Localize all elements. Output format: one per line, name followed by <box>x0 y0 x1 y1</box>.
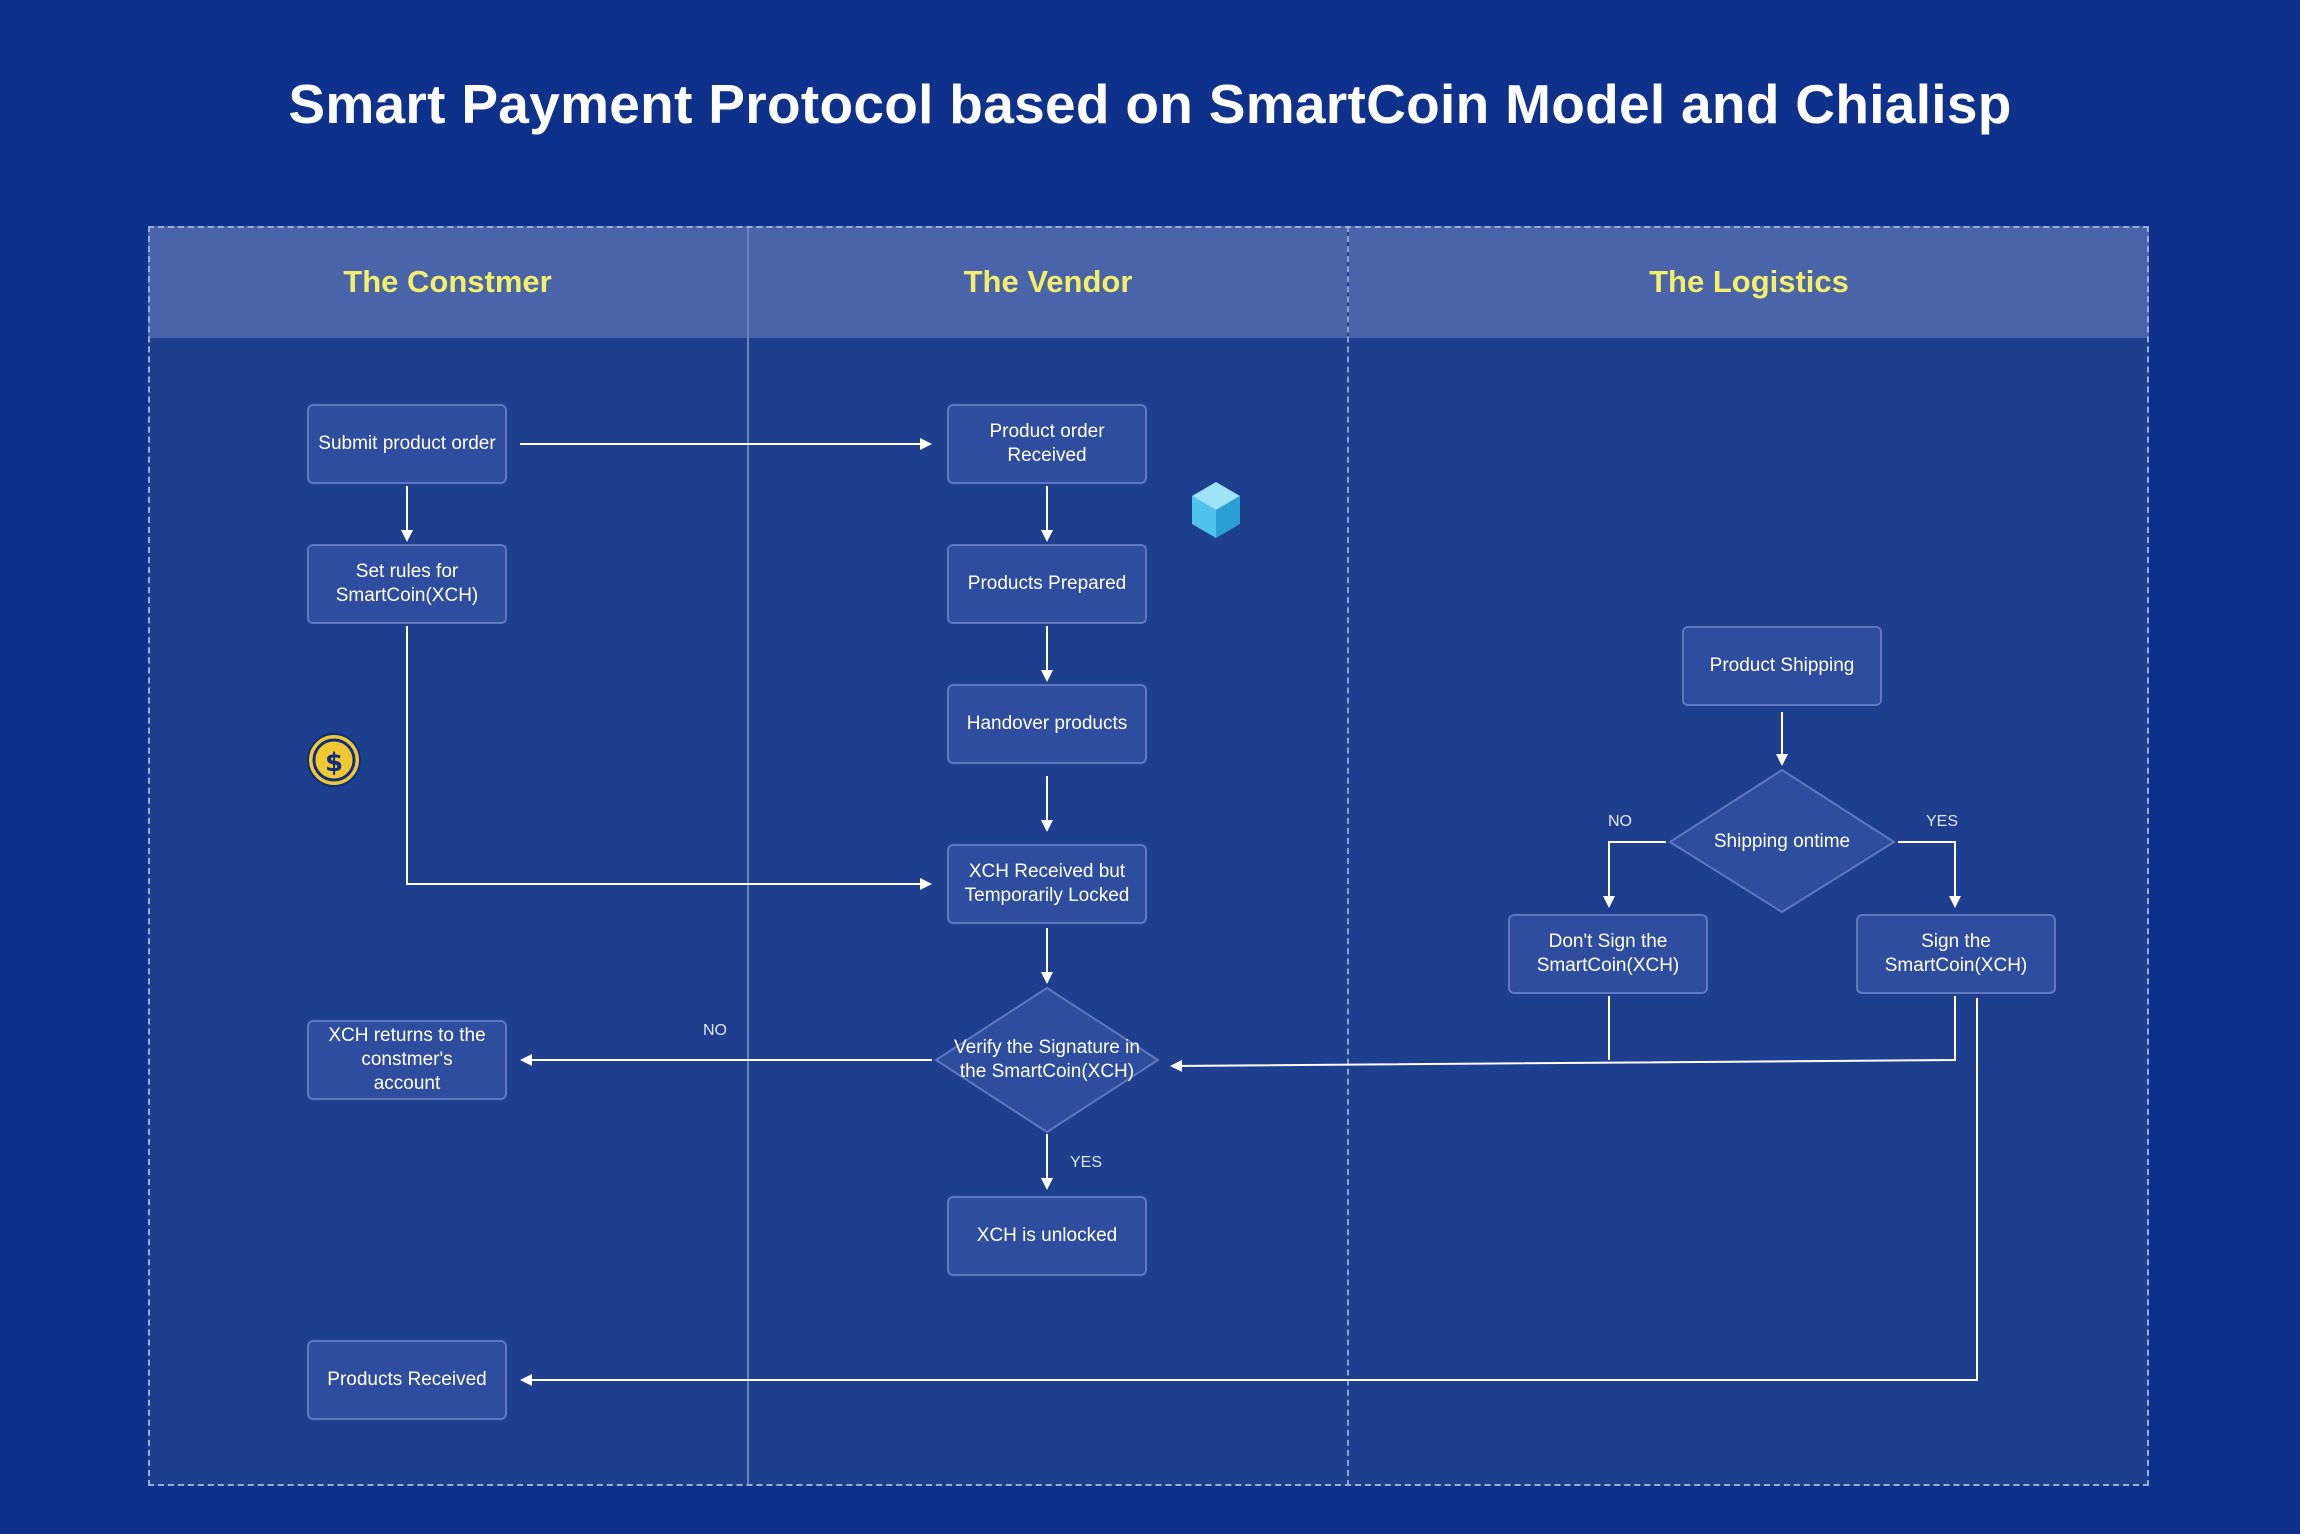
edge-sign-to-received <box>520 998 1978 1386</box>
node-submit-order: Submit product order <box>307 404 507 484</box>
coin-dollar-icon: $ <box>307 733 361 787</box>
verify-diamond <box>934 986 1160 1134</box>
node-order-received: Product order Received <box>947 404 1147 484</box>
diagram-title: Smart Payment Protocol based on SmartCoi… <box>288 73 2012 135</box>
node-verify-signature: Verify the Signature in the SmartCoin(XC… <box>954 1037 1140 1082</box>
edge-sign-to-verify <box>1170 996 1956 1072</box>
svg-text:$: $ <box>325 748 343 778</box>
edge-label-verify-yes: YES <box>1070 1154 1103 1171</box>
edge-rules-to-locked <box>406 626 932 890</box>
node-xch-returns: XCH returns to the constmer's account <box>307 1020 507 1100</box>
node-xch-unlocked: XCH is unlocked <box>947 1196 1147 1276</box>
edge-decision-yes <box>1898 841 1961 908</box>
node-shipping-ontime: Shipping ontime <box>1713 831 1851 852</box>
cube-icon <box>1192 482 1240 538</box>
node-dont-sign: Don't Sign the SmartCoin(XCH) <box>1508 914 1708 994</box>
edge-label-shipping-yes: YES <box>1926 813 1959 830</box>
edge-decision-no <box>1603 841 1666 908</box>
lane-header-consumer: The Constmer <box>148 226 747 338</box>
shipping-diamond <box>1668 768 1896 914</box>
node-handover: Handover products <box>947 684 1147 764</box>
node-xch-locked: XCH Received but Temporarily Locked <box>947 844 1147 924</box>
edge-label-shipping-no: NO <box>1608 813 1632 830</box>
node-sign: Sign the SmartCoin(XCH) <box>1856 914 2056 994</box>
lane-header-vendor: The Vendor <box>749 226 1347 338</box>
lane-header-logistics: The Logistics <box>1349 226 2149 338</box>
node-set-rules: Set rules for SmartCoin(XCH) <box>307 544 507 624</box>
node-product-shipping: Product Shipping <box>1682 626 1882 706</box>
node-products-received: Products Received <box>307 1340 507 1420</box>
edge-label-verify-no: NO <box>703 1022 727 1039</box>
node-products-prepared: Products Prepared <box>947 544 1147 624</box>
